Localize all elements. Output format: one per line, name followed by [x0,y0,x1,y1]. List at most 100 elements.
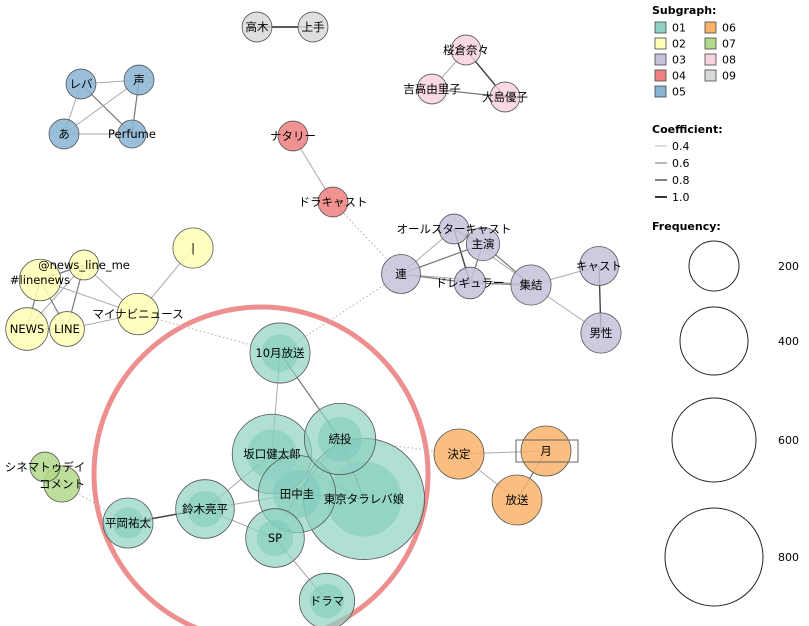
highlight-ring-layer [91,304,431,626]
legend-subgraph-label-02: 02 [672,38,686,51]
node-label-linenews: #linenews [10,273,70,287]
node-sp[interactable] [245,508,305,568]
node-news[interactable] [5,307,49,351]
node-label-tanaka: 田中圭 [280,487,315,501]
node-circle-cinema [29,451,61,483]
node-sakura[interactable] [450,34,482,66]
node-zokuto[interactable] [303,402,377,476]
node-label-dansei: 男性 [590,326,613,340]
node-tsuki[interactable] [520,425,572,477]
node-yoshitaka[interactable] [416,73,448,105]
node-label-juugatsu: 10月放送 [255,346,305,360]
legend-subgraph-label-01: 01 [672,22,686,35]
node-housou[interactable] [491,474,543,526]
node-circle-kettei [433,428,485,480]
node-circle-shuketsu [510,264,552,306]
legend-subgraph-02: 02 [654,38,686,51]
dotted-edge-mynavi-juugatsu [137,313,281,354]
node-shuketsu[interactable] [510,264,552,306]
node-koe[interactable] [123,64,155,96]
legend-frequency-label-400: 400 [778,335,799,348]
node-label-shuketsu: 集結 [520,278,543,292]
node-circle-reba [65,68,97,100]
selection-box [515,439,579,463]
node-core-hiraoka [112,507,144,539]
node-label-reba: レバ [70,77,93,91]
legend-coefficient-label-1: 0.6 [672,157,690,170]
legend-subgraph-01: 01 [654,21,686,35]
node-label-natalie: ナタリー [270,129,316,143]
node-reba[interactable] [65,68,97,100]
node-core-zokuto [317,416,363,462]
legend-frequency-800: 800 [664,507,799,607]
node-label-cast: キャスト [576,259,622,273]
node-juugatsu[interactable] [249,322,311,384]
legend-coefficient-label-2: 0.8 [672,174,690,187]
node-circle-newslineme [68,249,100,281]
node-circle-oshima [489,81,521,113]
legend-subgraph-label-04: 04 [672,70,686,83]
node-linenews[interactable] [18,258,62,302]
node-ren[interactable] [381,254,421,294]
legend-subgraph-09: 09 [704,69,736,83]
node-cast[interactable] [579,246,619,286]
node-cinema[interactable] [29,451,61,483]
legend-coefficient-list: 0.40.60.81.0 [655,140,690,204]
node-hiraoka[interactable] [102,497,154,549]
legend-swatch-09 [704,69,717,82]
node-line[interactable] [49,311,85,347]
node-circle-bar [172,227,214,269]
node-circle-sakura [450,34,482,66]
node-suzuki[interactable] [175,479,235,539]
node-label-tsuki: 月 [540,444,552,458]
legend-frequency-label-200: 200 [778,260,799,273]
node-a[interactable] [48,118,80,150]
legend-subgraph-03: 03 [654,54,686,67]
node-circle-takagi [241,11,273,43]
node-natalie[interactable] [277,120,309,152]
legend-coefficient-label-3: 1.0 [672,191,690,204]
node-circle-dracast [317,186,349,218]
node-label-sakura: 桜倉奈々 [443,43,489,57]
legend-subgraph-label-06: 06 [722,22,736,35]
node-dregular[interactable] [453,266,487,300]
legend-swatch-04 [654,69,667,82]
node-perfume[interactable] [117,119,147,149]
legend-subgraph-06: 06 [704,22,736,35]
node-circle-jouzu [297,11,329,43]
node-dansei[interactable] [580,312,622,354]
node-shuen[interactable] [465,226,501,262]
node-label-shuen: 主演 [472,237,495,251]
node-bar[interactable] [172,227,214,269]
node-drama[interactable] [298,572,356,626]
node-mynavi[interactable] [116,292,160,336]
node-label-dregular: ドレギュラー [436,276,505,290]
node-label-cinema: シネマトゥデイ [5,460,86,474]
node-label-oshima: 大島優子 [482,90,528,104]
node-dracast[interactable] [317,186,349,218]
legend-swatch-08 [704,53,717,66]
node-label-hiraoka: 平岡祐太 [105,516,151,530]
node-takagi[interactable] [241,11,273,43]
node-jouzu[interactable] [297,11,329,43]
node-circle-allstar [438,213,470,245]
node-newslineme[interactable] [68,249,100,281]
node-label-tokyo: 東京タラレバ娘 [324,492,405,506]
legend-frequency-circle-600 [671,397,757,483]
node-kettei[interactable] [433,428,485,480]
node-label-takagi: 高木 [246,20,269,34]
node-circle-yoshitaka [416,73,448,105]
node-oshima[interactable] [489,81,521,113]
node-label-sp: SP [268,531,282,545]
node-label-comment: コメント [39,477,85,491]
legend-coefficient-1: 0.6 [655,157,690,170]
node-label-perfume: Perfume [108,127,156,141]
node-circle-news [5,307,49,351]
node-allstar[interactable] [438,213,470,245]
legend-swatch-01 [654,21,667,34]
legend-swatch-07 [704,37,717,50]
